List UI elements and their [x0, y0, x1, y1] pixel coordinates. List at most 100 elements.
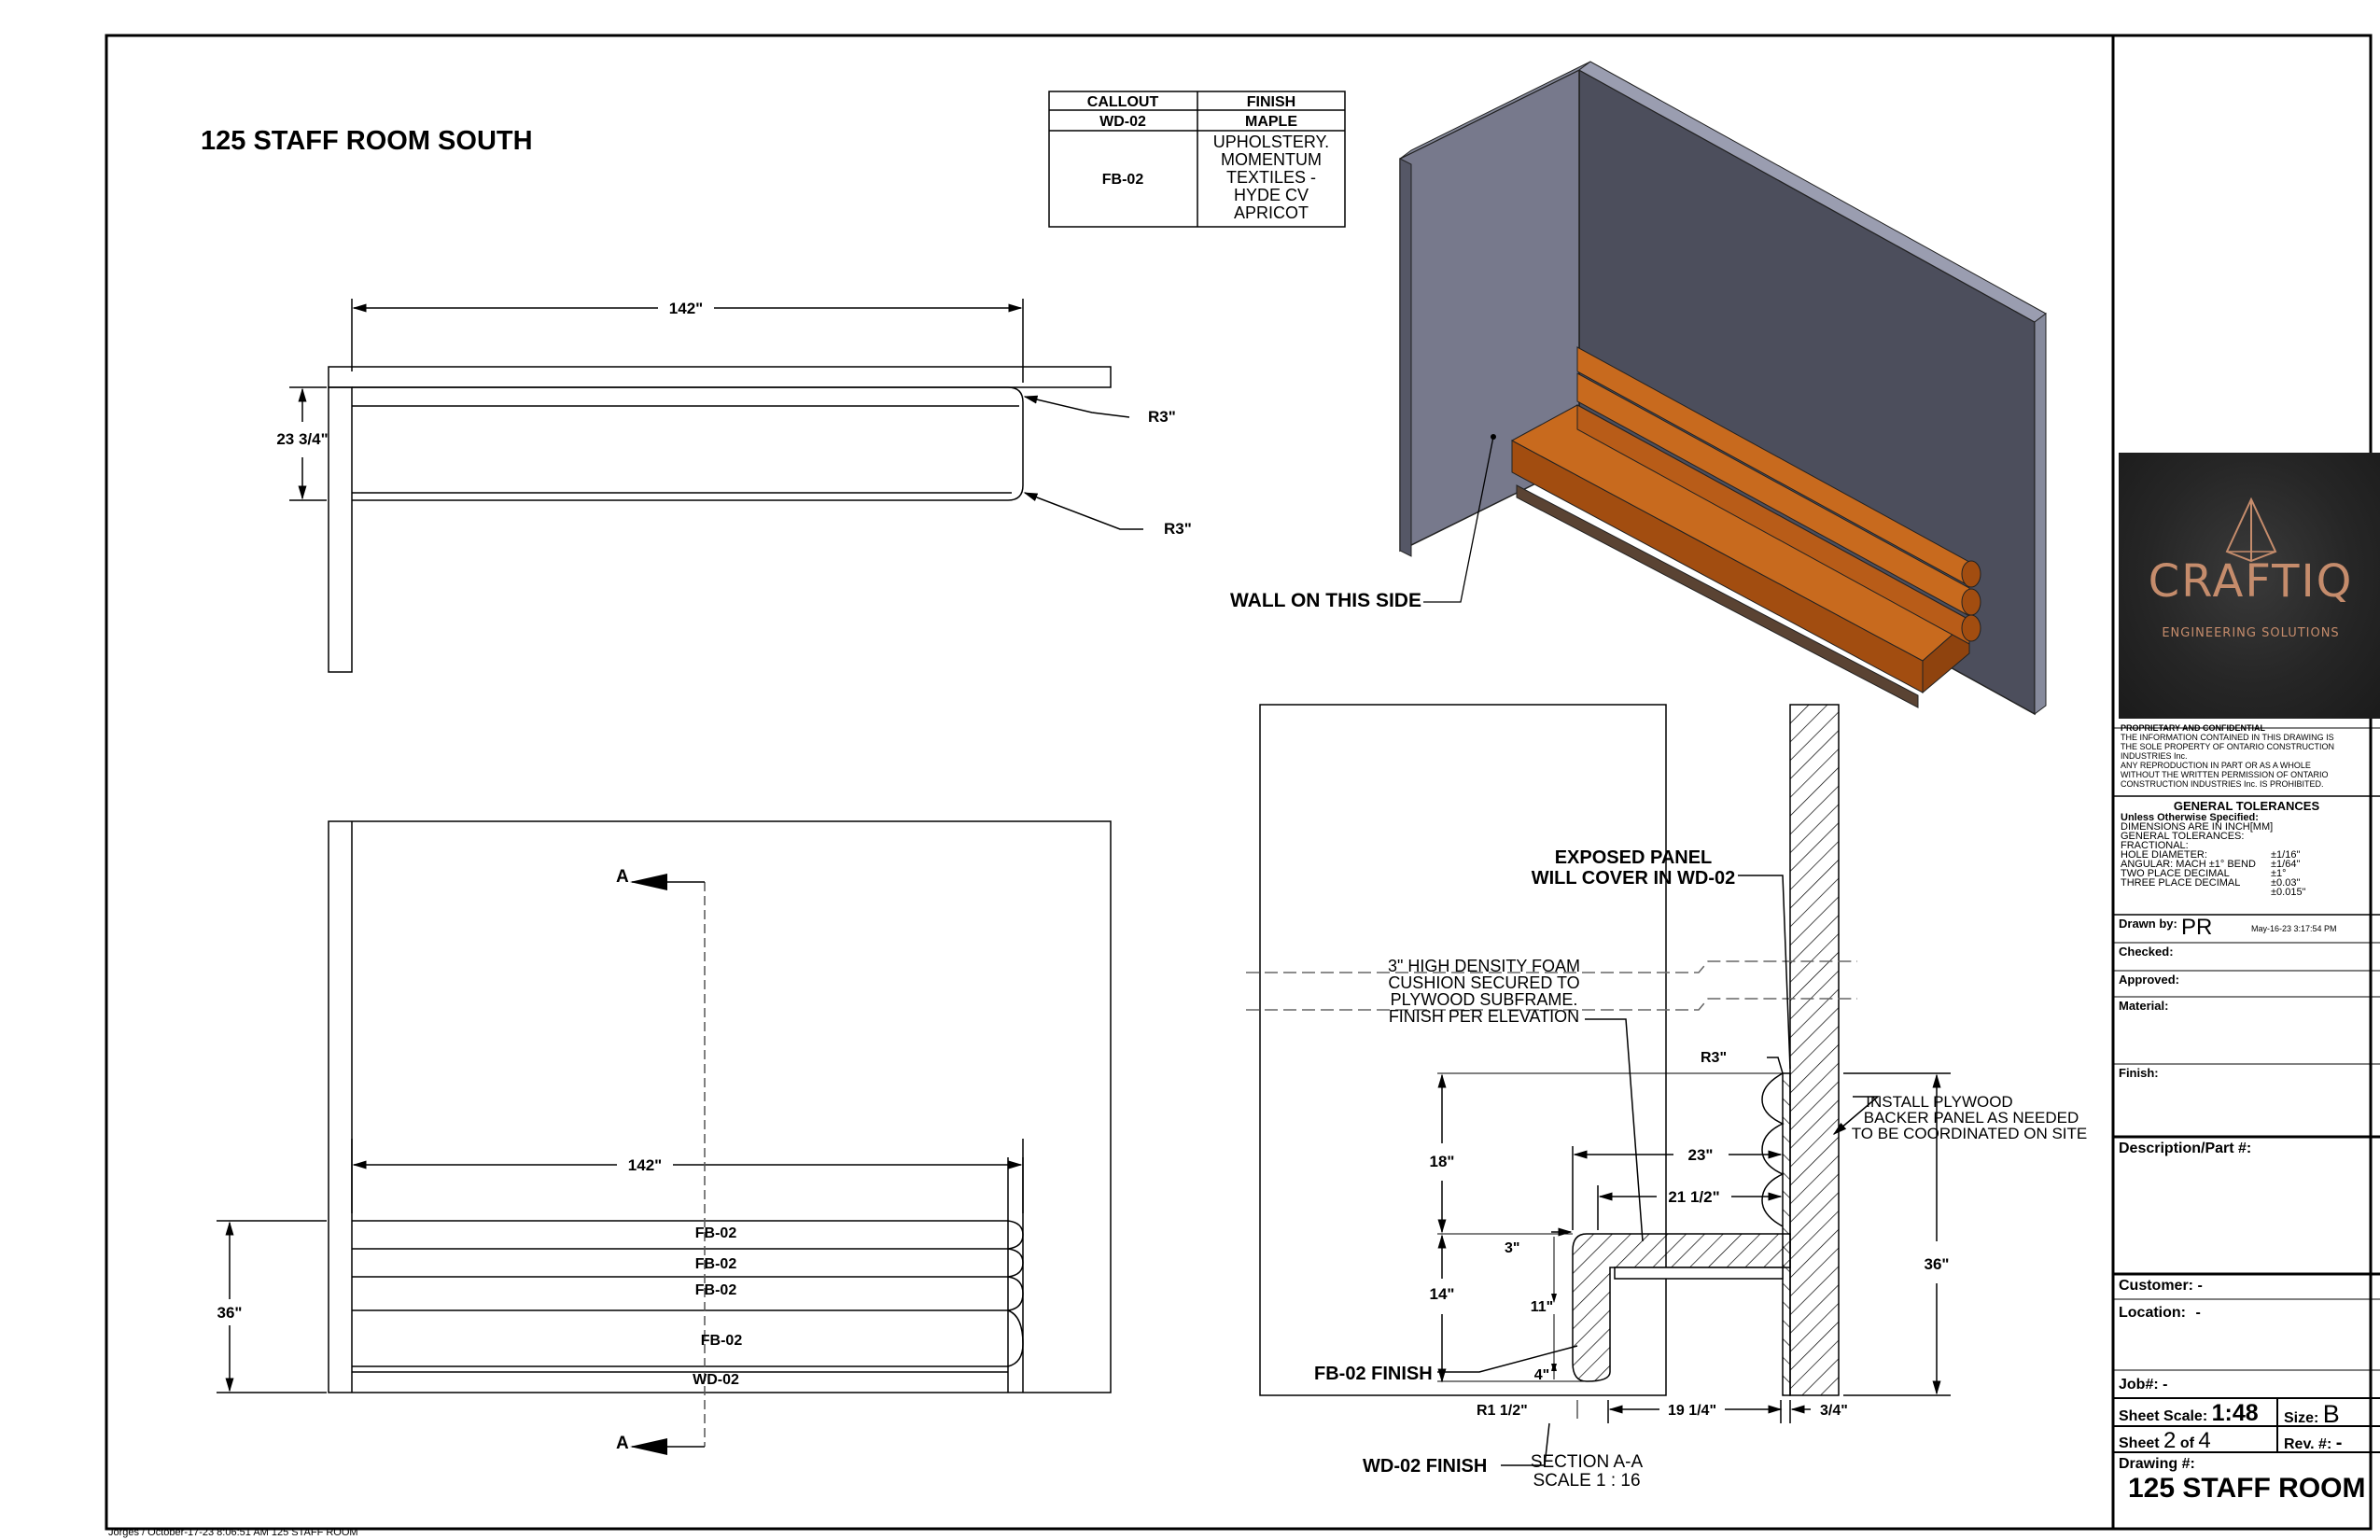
- install-note: INSTALL PLYWOOD: [1866, 1093, 2012, 1111]
- proprietary-line: INDUSTRIES Inc.: [2121, 751, 2188, 761]
- drawing-number-value: 125 STAFF ROOM: [2128, 1473, 2366, 1504]
- approved-label: Approved:: [2119, 973, 2179, 987]
- section-dim-label: R1 1/2": [1477, 1403, 1528, 1419]
- exposed-panel-note: EXPOSED PANEL: [1555, 847, 1713, 868]
- sheet-value: 2: [2163, 1428, 2177, 1453]
- location-label: Location: -: [2119, 1305, 2201, 1322]
- elevation-width-dim: 142": [628, 1156, 662, 1174]
- description-label: Description/Part #:: [2119, 1141, 2252, 1156]
- install-note: BACKER PANEL AS NEEDED: [1864, 1109, 2079, 1127]
- section-scale: SCALE 1 : 16: [1533, 1471, 1640, 1491]
- tolerance-value: ±1/64": [2271, 859, 2301, 870]
- sheet-scale: Sheet Scale: 1:48: [2119, 1400, 2259, 1427]
- section-dim-label: 19 1/4": [1668, 1403, 1716, 1419]
- proprietary-line: ANY REPRODUCTION IN PART OR AS A WHOLE: [2121, 761, 2311, 770]
- elevation-finish-label: FB-02: [701, 1333, 743, 1349]
- tolerance-line: FRACTIONAL:: [2121, 840, 2189, 851]
- tolerance-value: ±0.015": [2271, 887, 2306, 898]
- tolerance-value: ±1°: [2271, 868, 2287, 879]
- iso-back-roll-end: [1961, 614, 1981, 642]
- plan-radius-label: R3": [1148, 408, 1176, 426]
- tolerance-value: ±0.03": [2271, 877, 2301, 889]
- section-marker: A: [616, 867, 629, 887]
- tolerance-values: ±1/16" ±1/64" ±1° ±0.03" ±0.015": [2271, 849, 2306, 898]
- proprietary-title: PROPRIETARY AND CONFIDENTIAL: [2121, 723, 2266, 733]
- proprietary-line: THE SOLE PROPERTY OF ONTARIO CONSTRUCTIO…: [2121, 742, 2335, 751]
- job-value: -: [2163, 1377, 2168, 1393]
- proprietary-line: WITHOUT THE WRITTEN PERMISSION OF ONTARI…: [2121, 770, 2329, 779]
- proprietary-note: PROPRIETARY AND CONFIDENTIAL THE INFORMA…: [2121, 723, 2334, 789]
- sheet-total-value: 4: [2198, 1428, 2211, 1453]
- page-title: 125 STAFF ROOM SOUTH: [201, 126, 533, 156]
- tolerance-value: ±1/16": [2271, 849, 2301, 861]
- wall-label: WALL ON THIS SIDE: [1230, 590, 1421, 611]
- customer-value: -: [2197, 1278, 2203, 1294]
- plan-radius-label: R3": [1164, 520, 1192, 538]
- rev-value: -: [2335, 1433, 2343, 1453]
- section-dim-label: 11": [1531, 1299, 1554, 1315]
- sheet-field: Sheet 2 of 4: [2119, 1428, 2211, 1454]
- footer-stamp: Jorges / October-17-23 8:06:51 AM 125 ST…: [108, 1527, 358, 1538]
- size-value: B: [2322, 1400, 2340, 1428]
- plan-width-dim: 142": [669, 300, 703, 317]
- customer-label: Customer: -: [2119, 1278, 2203, 1295]
- section-radius-label: R3": [1701, 1050, 1727, 1066]
- finish-table: CALLOUT FINISH WD-02 MAPLE FB-02 UPHOLST…: [1048, 91, 1346, 228]
- section-dim-label: 23": [1688, 1146, 1714, 1164]
- elevation-finish-label: FB-02: [695, 1256, 737, 1272]
- drawn-by-value: PR: [2181, 915, 2213, 940]
- section-marker: A: [616, 1434, 629, 1453]
- logo-name: CRAFTIQ: [2148, 555, 2354, 608]
- finish-table-finish: UPHOLSTERY.: [1213, 133, 1329, 151]
- fb02-finish-label: FB-02 FINISH: [1314, 1364, 1433, 1384]
- plan-depth-dim: 23 3/4": [276, 430, 328, 448]
- iso-back-roll-end: [1961, 588, 1981, 616]
- logo-subtitle: ENGINEERING SOLUTIONS: [2162, 626, 2340, 640]
- foam-note: PLYWOOD SUBFRAME.: [1391, 990, 1578, 1009]
- plan-view: [289, 299, 1143, 673]
- tolerance-line: Unless Otherwise Specified:: [2121, 812, 2259, 823]
- section-dim-label: 3/4": [1820, 1403, 1848, 1419]
- install-note: TO BE COORDINATED ON SITE: [1852, 1125, 2088, 1142]
- sheet-scale-value: 1:48: [2211, 1400, 2259, 1426]
- finish-table-finish: HYDE CV: [1234, 186, 1309, 204]
- finish-table-finish: TEXTILES -: [1226, 168, 1316, 187]
- foam-note: FINISH PER ELEVATION: [1389, 1007, 1579, 1026]
- proprietary-line: CONSTRUCTION INDUSTRIES Inc. IS PROHIBIT…: [2121, 779, 2324, 789]
- rev-label: Rev. #:: [2284, 1436, 2332, 1452]
- finish-table-finish: MOMENTUM: [1221, 150, 1322, 169]
- customer-label-text: Customer:: [2119, 1278, 2194, 1294]
- iso-back-roll: [1576, 404, 1970, 645]
- section-dim-label: 14": [1430, 1285, 1455, 1303]
- iso-back-roll-end: [1961, 560, 1981, 588]
- tolerances-list: Unless Otherwise Specified: DIMENSIONS A…: [2121, 812, 2274, 889]
- checked-label: Checked:: [2119, 945, 2174, 959]
- material-label: Material:: [2119, 999, 2169, 1013]
- elevation-view: [217, 820, 1112, 1448]
- finish-table-callout: FB-02: [1102, 172, 1144, 188]
- tolerance-line: ANGULAR: MACH ±1° BEND: [2121, 859, 2256, 870]
- finish-field-label: Finish:: [2119, 1066, 2159, 1080]
- sheet-border: [105, 34, 2373, 1531]
- tolerance-line: THREE PLACE DECIMAL: [2121, 877, 2241, 889]
- tolerance-line: TWO PLACE DECIMAL: [2121, 868, 2230, 879]
- sheet-scale-label: Sheet Scale:: [2119, 1408, 2208, 1424]
- rev-field: Rev. #: -: [2284, 1433, 2342, 1454]
- foam-note: 3" HIGH DENSITY FOAM: [1388, 957, 1580, 975]
- finish-table-callout: WD-02: [1099, 114, 1146, 130]
- size-field: Size: B: [2284, 1400, 2340, 1429]
- tolerances-title: GENERAL TOLERANCES: [2173, 799, 2320, 813]
- tolerance-line: GENERAL TOLERANCES:: [2121, 831, 2245, 842]
- iso-view: [1399, 61, 2047, 716]
- finish-table-finish: APRICOT: [1234, 203, 1309, 222]
- tolerance-line: DIMENSIONS ARE IN INCH[MM]: [2121, 821, 2274, 833]
- exposed-panel-note: WILL COVER IN WD-02: [1532, 868, 1736, 889]
- tolerance-line: HOLE DIAMETER:: [2121, 849, 2207, 861]
- logo-pyramid-icon: [2225, 497, 2277, 563]
- section-dim-label: 4": [1534, 1367, 1549, 1383]
- location-value: -: [2195, 1305, 2201, 1321]
- job-label: Job#: -: [2119, 1377, 2167, 1393]
- elevation-finish-label: FB-02: [695, 1282, 737, 1298]
- finish-table-header-finish: FINISH: [1247, 94, 1295, 110]
- title-block: [2113, 727, 2380, 1453]
